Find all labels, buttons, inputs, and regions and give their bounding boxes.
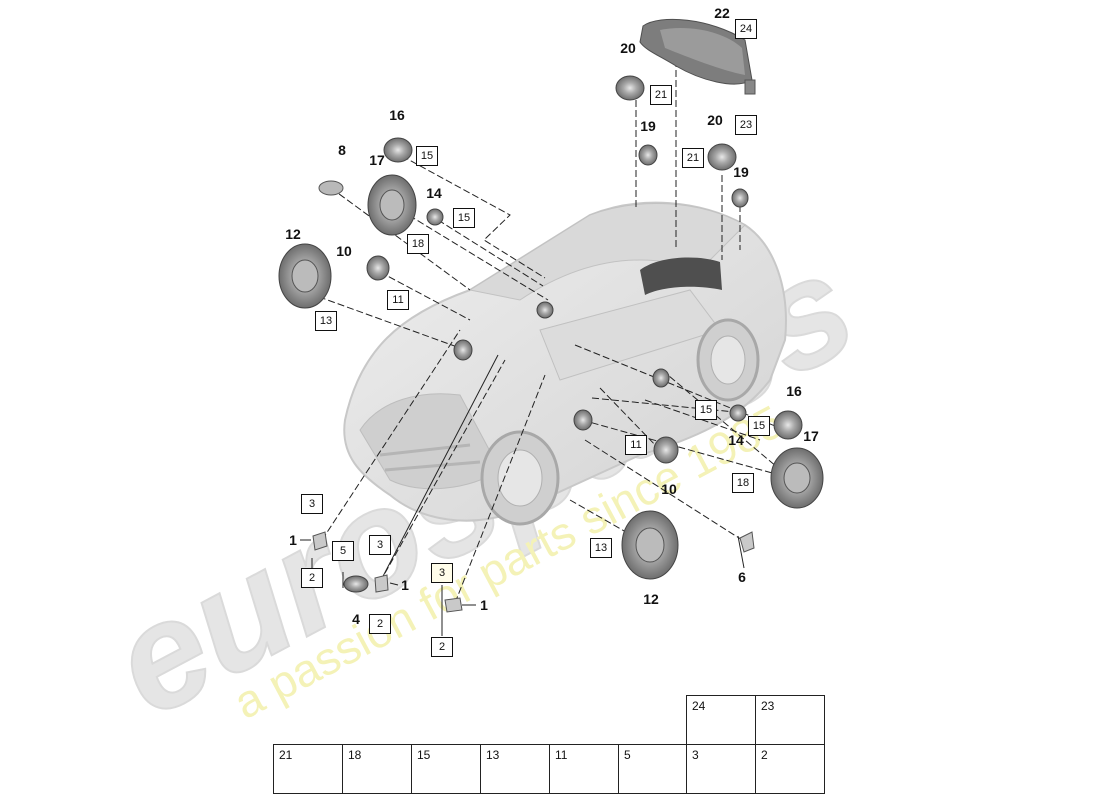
callout: 19 — [640, 118, 656, 134]
callout: 14 — [426, 185, 442, 201]
callout: 10 — [661, 481, 677, 497]
refbox: 3 — [369, 535, 391, 555]
callout: 20 — [707, 112, 723, 128]
callout: 17 — [803, 428, 819, 444]
callout: 22 — [714, 5, 730, 21]
callout: 10 — [336, 243, 352, 259]
legend-cell: 13 — [480, 744, 550, 794]
refbox: 2 — [431, 637, 453, 657]
legend-cell: 18 — [342, 744, 412, 794]
refbox: 15 — [695, 400, 717, 420]
callout: 1 — [401, 577, 409, 593]
callout: 20 — [620, 40, 636, 56]
flange-screw-icon — [633, 759, 677, 795]
refbox: 18 — [407, 234, 429, 254]
callout: 19 — [733, 164, 749, 180]
callout: 4 — [352, 611, 360, 627]
refbox: 2 — [301, 568, 323, 588]
refbox: 15 — [453, 208, 475, 228]
refbox: 11 — [625, 435, 647, 455]
parts — [278, 18, 824, 613]
bolt-icon — [701, 710, 745, 746]
subwoofer-enclosure — [639, 18, 756, 95]
refbox: 15 — [416, 146, 438, 166]
legend-cell: 21 — [273, 744, 343, 794]
flange-screw-icon — [357, 759, 401, 795]
refbox: 13 — [590, 538, 612, 558]
callout: 1 — [289, 532, 297, 548]
flange-screw-icon — [701, 759, 745, 795]
callout: 16 — [786, 383, 802, 399]
legend-number: 3 — [692, 748, 699, 762]
refbox-highlighted: 3 — [431, 563, 453, 583]
callout: 16 — [389, 107, 405, 123]
refbox: 13 — [315, 311, 337, 331]
callout: 12 — [643, 591, 659, 607]
legend-number: 11 — [555, 748, 568, 762]
refbox: 21 — [650, 85, 672, 105]
hex-nut-icon — [770, 710, 814, 746]
legend-cell: 3 — [686, 744, 756, 794]
callout: 17 — [369, 152, 385, 168]
leader-lines — [299, 60, 791, 636]
legend-number: 5 — [624, 748, 631, 762]
refbox: 18 — [732, 473, 754, 493]
legend-number: 2 — [761, 748, 768, 762]
clip-nut-icon — [770, 759, 814, 795]
speaker-parts — [278, 75, 824, 613]
callout: 8 — [338, 142, 346, 158]
legend-number: 15 — [417, 748, 431, 762]
refbox: 2 — [369, 614, 391, 634]
legend-number: 23 — [761, 699, 775, 713]
refbox: 15 — [748, 416, 770, 436]
legend-number: 13 — [486, 748, 500, 762]
legend-cell: 5 — [618, 744, 688, 794]
legend-cell: 11 — [549, 744, 619, 794]
flange-screw-icon — [495, 759, 539, 795]
callout: 14 — [728, 432, 744, 448]
legend-cell: 15 — [411, 744, 481, 794]
refbox: 23 — [735, 115, 757, 135]
callout: 1 — [480, 597, 488, 613]
flange-screw-icon — [564, 759, 608, 795]
legend-cell: 2 — [755, 744, 825, 794]
flange-screw-icon — [426, 759, 470, 795]
refbox: 3 — [301, 494, 323, 514]
refbox: 5 — [332, 541, 354, 561]
callout: 6 — [738, 569, 746, 585]
refbox: 24 — [735, 19, 757, 39]
legend-number: 24 — [692, 699, 706, 713]
legend-cell: 23 — [755, 695, 825, 745]
screw-icon — [288, 759, 332, 795]
refbox: 21 — [682, 148, 704, 168]
legend-cell: 24 — [686, 695, 756, 745]
refbox: 11 — [387, 290, 409, 310]
legend-number: 21 — [279, 748, 293, 762]
callout: 12 — [285, 226, 301, 242]
legend-number: 18 — [348, 748, 362, 762]
